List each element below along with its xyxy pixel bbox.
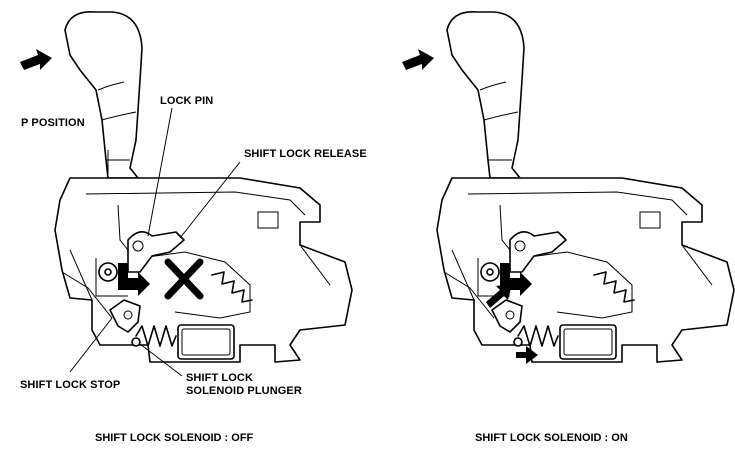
label-solenoid-plunger-line2: SOLENOID PLUNGER <box>186 385 302 397</box>
caption-solenoid-on: SHIFT LOCK SOLENOID : ON <box>475 432 628 444</box>
push-arrow-icon <box>20 49 52 70</box>
shift-knob <box>64 11 143 179</box>
caption-solenoid-off: SHIFT LOCK SOLENOID : OFF <box>95 432 254 444</box>
shift-knob <box>446 11 525 179</box>
motion-arrow-icon <box>516 346 538 364</box>
lock-direction-arrow-icon <box>118 263 150 296</box>
label-p-position: P POSITION <box>21 117 85 129</box>
label-shift-lock-release: SHIFT LOCK RELEASE <box>244 148 367 160</box>
label-solenoid-plunger-line1: SHIFT LOCK <box>186 372 253 384</box>
panel-off <box>20 11 353 377</box>
blocked-x-icon <box>164 258 204 300</box>
stop-release-arrow-icon <box>486 284 512 308</box>
label-lock-pin: LOCK PIN <box>160 95 214 107</box>
label-shift-lock-stop: SHIFT LOCK STOP <box>20 379 121 391</box>
shift-mechanism <box>436 177 735 363</box>
panel-on <box>402 11 735 364</box>
push-arrow-icon <box>402 49 434 70</box>
